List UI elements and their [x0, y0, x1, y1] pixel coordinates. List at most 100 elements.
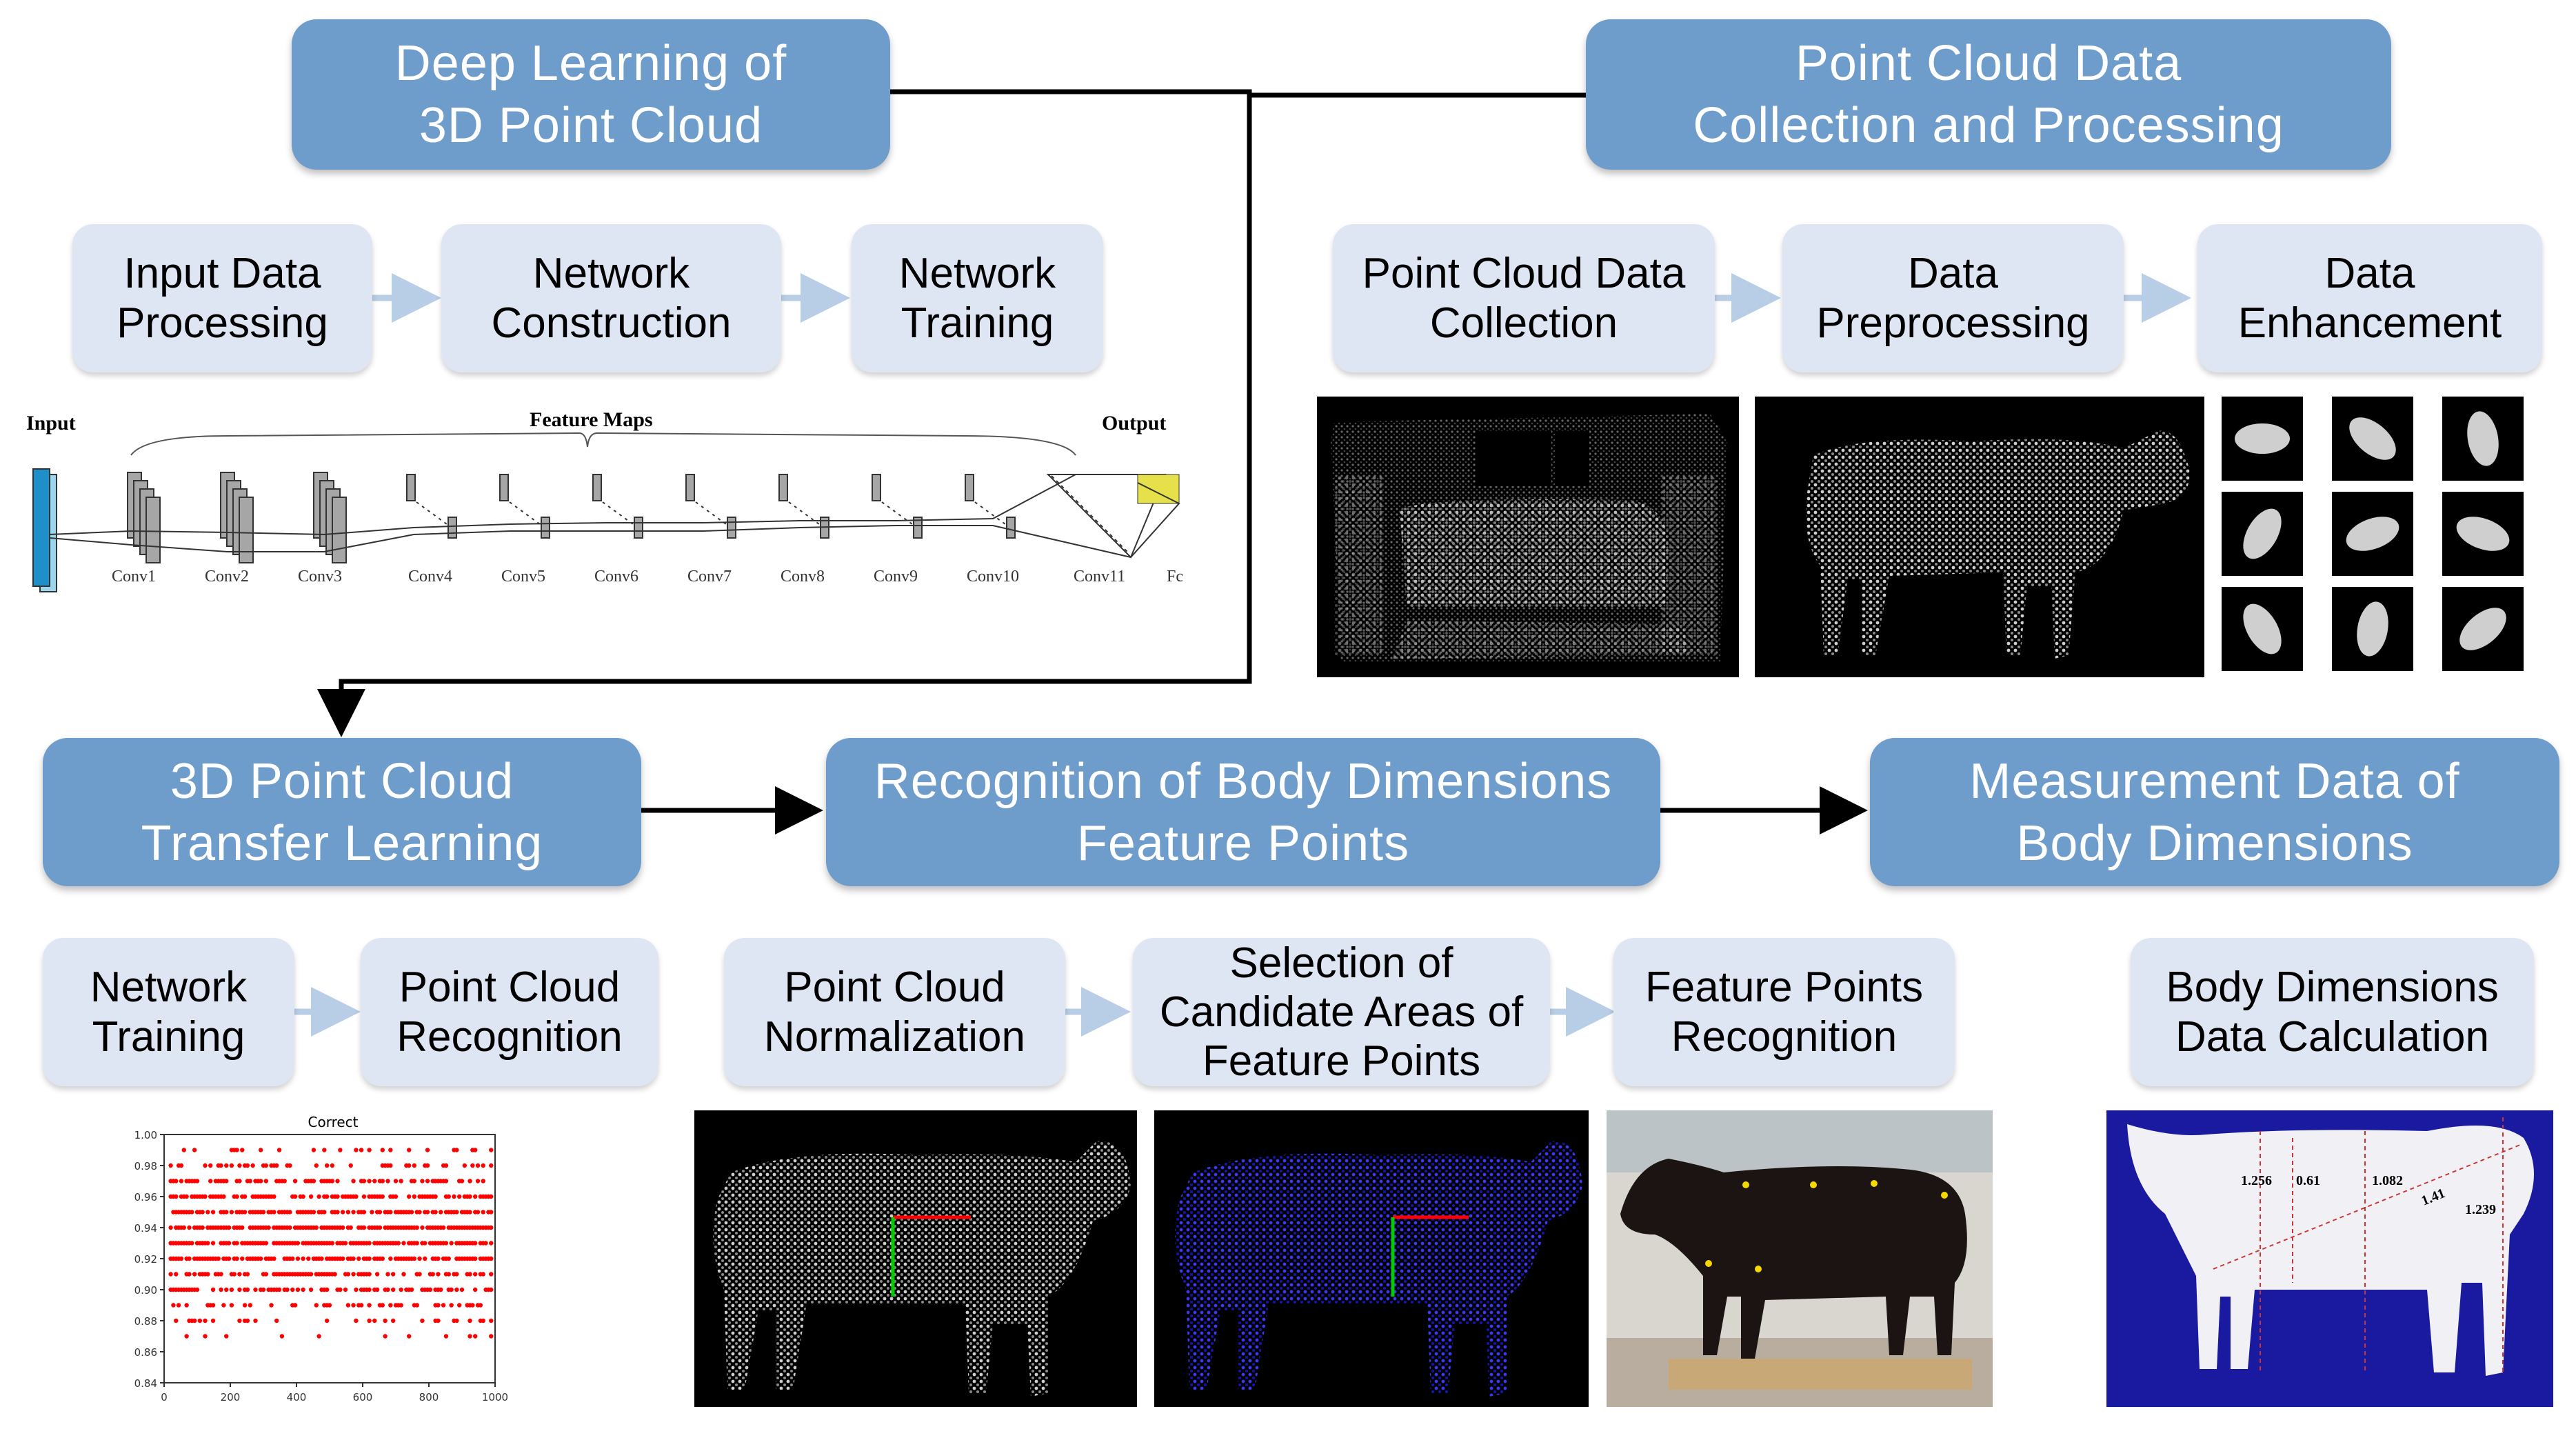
sub-arrows: [294, 273, 2191, 1037]
layer-label: Conv3: [298, 568, 342, 586]
scatter-point: [232, 1272, 237, 1277]
x-tick-label: 400: [287, 1391, 307, 1403]
scatter-point: [210, 1210, 216, 1215]
box-network-construction-label: Network Construction: [491, 250, 732, 347]
scatter-point: [348, 1225, 353, 1230]
scatter-point: [237, 1179, 242, 1183]
scatter-point: [176, 1303, 181, 1308]
scatter-point: [489, 1210, 494, 1215]
scatter-point: [436, 1303, 441, 1308]
measurement-value: 1.239: [2465, 1202, 2496, 1217]
scatter-point: [467, 1179, 472, 1183]
scatter-point: [401, 1241, 406, 1246]
scatter-point: [242, 1194, 248, 1199]
scatter-point: [351, 1303, 356, 1308]
scatter-point: [489, 1225, 494, 1230]
scatter-point: [258, 1148, 263, 1152]
scatter-point: [489, 1148, 494, 1152]
scatter-point: [385, 1179, 390, 1183]
scatter-point: [245, 1318, 250, 1323]
scatter-point: [367, 1179, 372, 1183]
scatter-point: [179, 1179, 184, 1183]
scatter-point: [489, 1256, 494, 1261]
scatter-point: [290, 1287, 295, 1292]
scatter-point: [263, 1179, 269, 1183]
scatter-point: [427, 1287, 433, 1292]
y-tick-label: 0.94: [134, 1222, 157, 1235]
layer-label: Conv1: [112, 568, 156, 586]
scatter-point: [168, 1225, 173, 1230]
scatter-point: [423, 1241, 427, 1246]
scatter-point: [399, 1303, 403, 1308]
scatter-point: [263, 1241, 269, 1246]
cow-silhouette: [2349, 417, 2396, 460]
scatter-point: [240, 1256, 245, 1261]
scatter-point: [454, 1272, 459, 1277]
scatter-point: [301, 1256, 305, 1261]
scatter-point: [219, 1272, 223, 1277]
scatter-point: [481, 1272, 485, 1277]
scatter-point: [383, 1318, 388, 1323]
scatter-point: [168, 1163, 173, 1168]
box-network-training-top-label: Network Training: [898, 250, 1056, 347]
layer-label: Conv10: [967, 568, 1019, 586]
conv-block: [332, 497, 347, 563]
scatter-point: [361, 1225, 367, 1230]
scatter-point: [473, 1256, 478, 1261]
scatter-point: [237, 1287, 242, 1292]
scatter-point: [489, 1194, 494, 1199]
scatter-point: [380, 1179, 385, 1183]
scatter-point: [467, 1334, 472, 1339]
scatter-point: [237, 1318, 242, 1323]
scatter-point: [274, 1318, 279, 1323]
conv-block: [634, 517, 643, 539]
scatter-point: [341, 1210, 345, 1215]
measurement-value: 1.256: [2241, 1173, 2272, 1188]
scatter-point: [216, 1256, 221, 1261]
scatter-point: [417, 1256, 422, 1261]
scatter-point: [345, 1303, 351, 1308]
y-tick-label: 0.96: [134, 1191, 157, 1203]
box-data-enhancement-label: Data Enhancement: [2237, 250, 2502, 347]
scatter-point: [423, 1256, 427, 1261]
scatter-point: [433, 1194, 438, 1199]
scatter-point: [367, 1241, 372, 1246]
scatter-point: [210, 1287, 216, 1292]
scatter-point: [308, 1194, 314, 1199]
scatter-point: [467, 1272, 472, 1277]
scatter-point: [489, 1163, 494, 1168]
scatter-point: [250, 1163, 255, 1168]
scatter-point: [345, 1210, 351, 1215]
scatter-point: [407, 1163, 412, 1168]
layer-label: Conv2: [205, 568, 249, 586]
conv-link: [509, 501, 541, 525]
cow-silhouette: [2357, 601, 2388, 657]
scatter-point: [210, 1318, 216, 1323]
scatter-point: [475, 1163, 481, 1168]
scatter-point: [272, 1194, 276, 1199]
scatter-point: [489, 1287, 494, 1292]
scatter-point: [224, 1287, 229, 1292]
scatter-point: [425, 1210, 430, 1215]
scatter-point: [449, 1287, 454, 1292]
scatter-point: [205, 1241, 210, 1246]
conv-block: [778, 474, 788, 501]
scatter-point: [242, 1303, 248, 1308]
layer-label: Conv5: [501, 568, 545, 586]
conv-link: [695, 501, 727, 525]
scatter-point: [414, 1303, 419, 1308]
scatter-point: [372, 1318, 377, 1323]
scatter-point: [396, 1241, 401, 1246]
box-point-cloud-collection-label: Point Cloud Data Collection and Processi…: [1693, 36, 2284, 153]
scatter-point: [221, 1194, 226, 1199]
scatter-point: [380, 1194, 385, 1199]
scatter-point: [430, 1272, 435, 1277]
scatter-point: [332, 1272, 337, 1277]
scatter-point: [454, 1287, 459, 1292]
scatter-point: [338, 1148, 343, 1152]
scatter-point: [272, 1210, 276, 1215]
scatter-point: [443, 1241, 449, 1246]
scatter-point: [359, 1148, 364, 1152]
scatter-point: [258, 1256, 263, 1261]
scatter-point: [473, 1241, 478, 1246]
